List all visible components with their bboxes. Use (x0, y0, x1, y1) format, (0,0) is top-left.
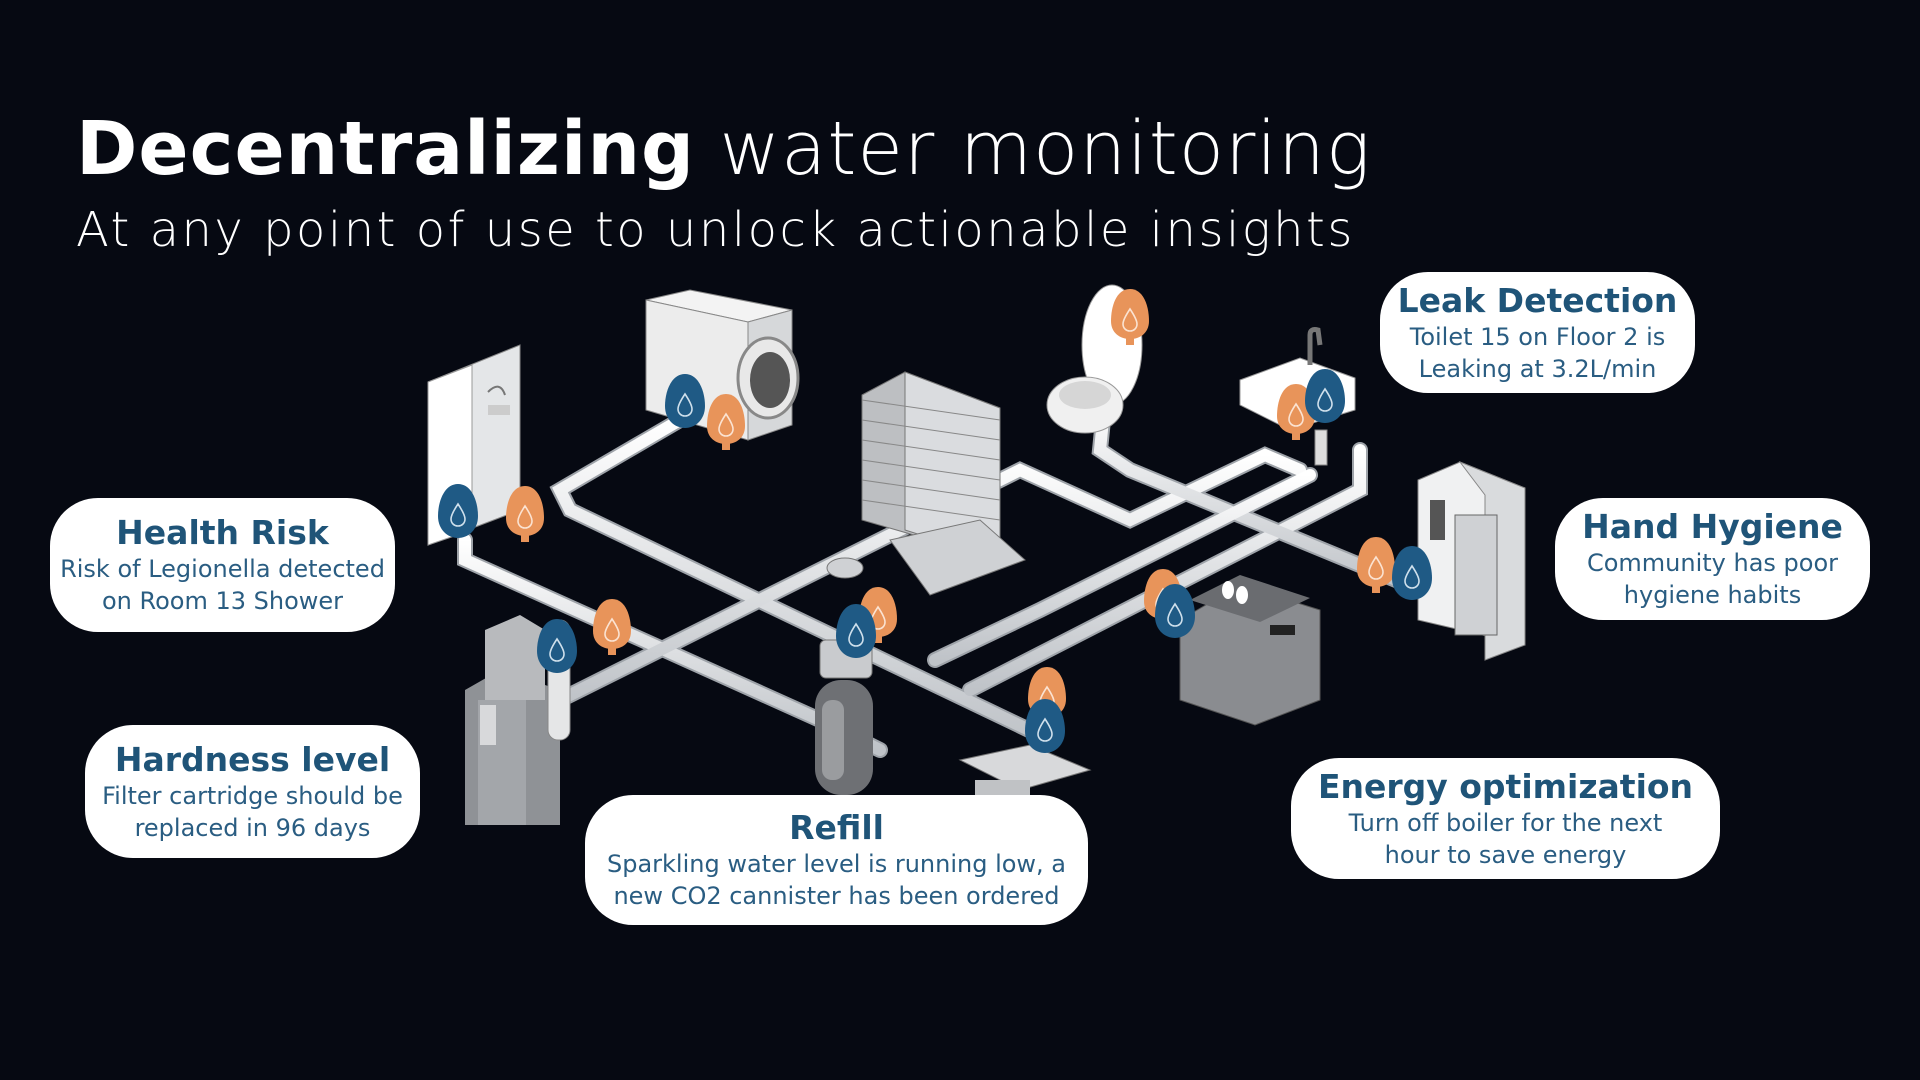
card-hand-hygiene: Hand Hygiene Community has poor hygiene … (1555, 498, 1870, 620)
water-dispenser-illustration (465, 615, 571, 825)
card-line: replaced in 96 days (134, 813, 371, 842)
card-line: on Room 13 Shower (101, 587, 344, 615)
card-health-risk: Health Risk Risk of Legionella detected … (50, 498, 395, 632)
card-line: Toilet 15 on Floor 2 is (1409, 322, 1666, 351)
card-line: Turn off boiler for the next (1348, 808, 1663, 837)
card-title: Energy optimization (1317, 766, 1694, 806)
building-illustration (861, 371, 1026, 596)
card-line: hygiene habits (1623, 581, 1802, 609)
card-refill: Refill Sparkling water level is running … (585, 795, 1088, 925)
pipes (457, 392, 1428, 758)
card-title: Hardness level (114, 739, 391, 779)
combi-oven-illustration (1417, 460, 1526, 661)
card-title: Leak Detection (1397, 280, 1678, 320)
coffee-machine-illustration (1179, 575, 1321, 726)
page-title: Decentralizing water monitoring (76, 104, 1371, 194)
card-title: Refill (789, 808, 884, 847)
card-line: Sparkling water level is running low, a (606, 850, 1067, 878)
card-title: Hand Hygiene (1582, 507, 1843, 546)
card-line: Leaking at 3.2L/min (1418, 354, 1657, 383)
card-energy-optimization: Energy optimization Turn off boiler for … (1291, 758, 1720, 879)
water-meter-illustration (826, 557, 864, 579)
water-drop-icon (505, 485, 545, 543)
card-title: Health Risk (116, 513, 329, 552)
water-drop-icon (536, 618, 578, 674)
card-line: hour to save energy (1384, 840, 1627, 869)
water-drop-icon (706, 393, 746, 451)
page-subtitle: At any point of use to unlock actionable… (76, 202, 1355, 258)
title-rest: water monitoring (719, 106, 1372, 192)
card-line: Filter cartridge should be (102, 781, 403, 810)
card-line: new CO2 cannister has been ordered (613, 882, 1060, 910)
card-line: Risk of Legionella detected (60, 555, 385, 583)
uv-filter-illustration (958, 744, 1092, 795)
title-bold: Decentralizing (76, 106, 695, 192)
card-leak-detection: Leak Detection Toilet 15 on Floor 2 is L… (1380, 272, 1695, 393)
water-drop-icon (592, 598, 632, 656)
card-hardness-level: Hardness level Filter cartridge should b… (85, 725, 420, 858)
co2-cylinder-illustration (815, 639, 873, 795)
card-line: Community has poor (1586, 549, 1839, 577)
